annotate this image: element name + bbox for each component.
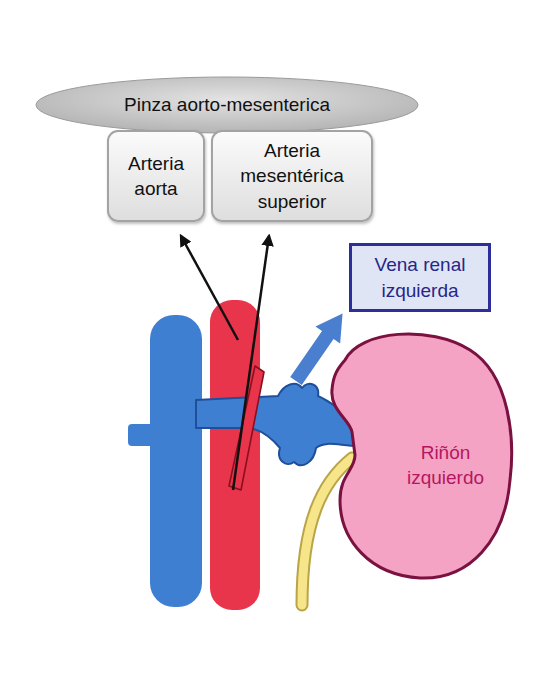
node-text: Riñón izquierdo: [388, 440, 503, 490]
label-box: Arteria mesentérica superior: [211, 130, 373, 222]
mesenteric-artery: [229, 366, 264, 490]
leader-arrow: [181, 236, 238, 340]
ellipse-fill: [36, 77, 418, 133]
node-text: Vena renal izquierda: [360, 252, 480, 302]
kidney-outline: [320, 325, 515, 587]
kidney-shape: Riñón izquierdo: [320, 325, 515, 587]
leader-arrow: [233, 236, 269, 490]
node-text: Arteria mesentérica superior: [221, 138, 363, 213]
vena-cava: [150, 315, 202, 607]
label-box: Arteria aorta: [107, 130, 205, 222]
label-box: Vena renal izquierda: [349, 243, 491, 312]
node-text: Pinza aorto-mesenterica: [124, 92, 330, 117]
group-ellipse: Pinza aorto-mesenterica: [35, 76, 419, 134]
kidney-fill: [332, 334, 512, 578]
node-text: Arteria aorta: [117, 151, 195, 201]
